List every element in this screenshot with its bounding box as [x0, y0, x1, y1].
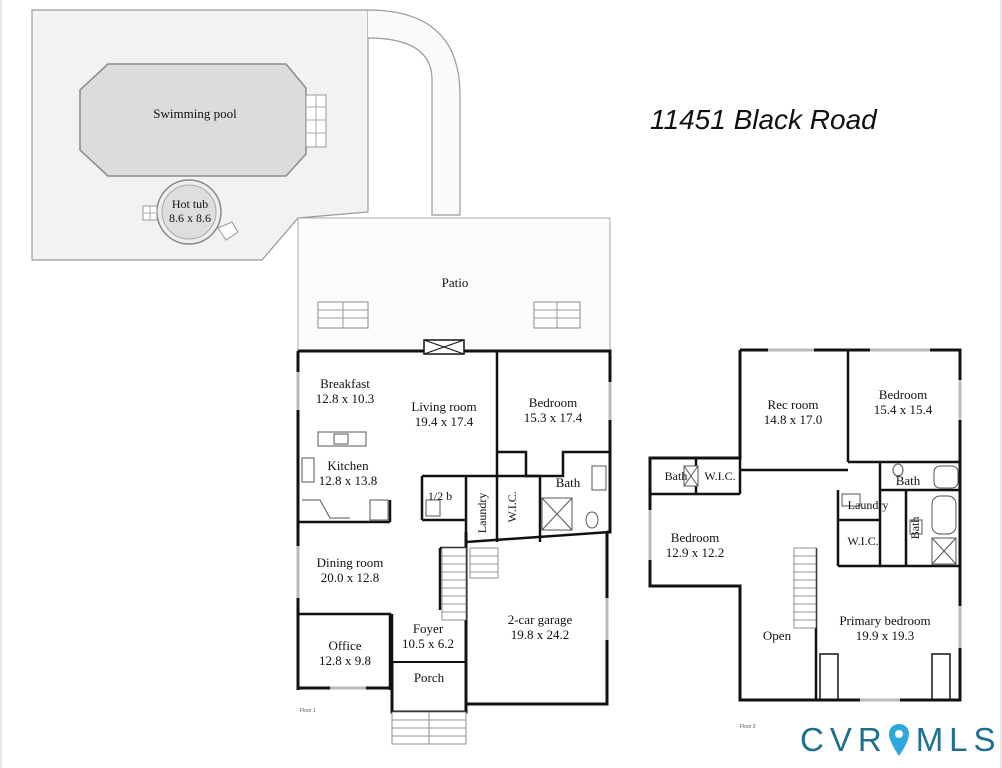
bath-fixtures-floor1: [425, 465, 607, 531]
bath-fixtures-floor2: [683, 463, 959, 565]
windows-floor2: [648, 348, 962, 702]
closets-floor2: [819, 653, 951, 700]
logo-text-right: MLS: [915, 721, 1002, 758]
floor1-label: Floor 1: [300, 708, 316, 714]
room-label-bath-4: Bath: [908, 516, 923, 540]
room-label-bath-2: Bath: [895, 473, 921, 488]
map-pin-icon: [888, 724, 909, 756]
floor2-walls: [648, 348, 962, 702]
porch-steps: [391, 711, 467, 745]
windows-floor1: [296, 372, 612, 690]
kitchen-fixtures: [301, 431, 389, 521]
room-label-porch: Porch: [413, 670, 445, 685]
page-edge-left: [0, 0, 2, 768]
room-label-bath-3: Bath: [664, 469, 688, 483]
floor1-interior-walls: [298, 351, 611, 690]
room-label-wic-1: W.I.C.: [505, 491, 520, 523]
room-label-laundry-1: Laundry: [475, 492, 490, 534]
room-label-wic-2: W.I.C.: [704, 469, 736, 483]
room-label-bath-1: Bath: [555, 475, 581, 490]
page-edge-right: [1000, 0, 1002, 768]
stairs-floor2: [793, 547, 817, 629]
room-label-half-bath: 1/2 b: [427, 489, 453, 503]
room-label-swimming-pool: Swimming pool: [153, 106, 237, 121]
room-label-laundry-2: Laundry: [847, 498, 889, 512]
fireplace-icon: [423, 339, 465, 355]
room-label-open: Open: [762, 628, 792, 643]
swimming-pool-shape: [79, 63, 327, 177]
room-label-wic-3: W.I.C.: [847, 534, 879, 548]
logo-text-left: CVR: [800, 721, 888, 758]
property-address: 11451 Black Road: [650, 104, 877, 135]
room-label-patio: Patio: [441, 275, 469, 290]
hot-tub-shape: [142, 179, 239, 245]
cvrmls-logo: CVR MLS: [800, 718, 1002, 762]
floor2-label: Floor 2: [740, 724, 756, 730]
stairs-floor1: [441, 547, 499, 621]
